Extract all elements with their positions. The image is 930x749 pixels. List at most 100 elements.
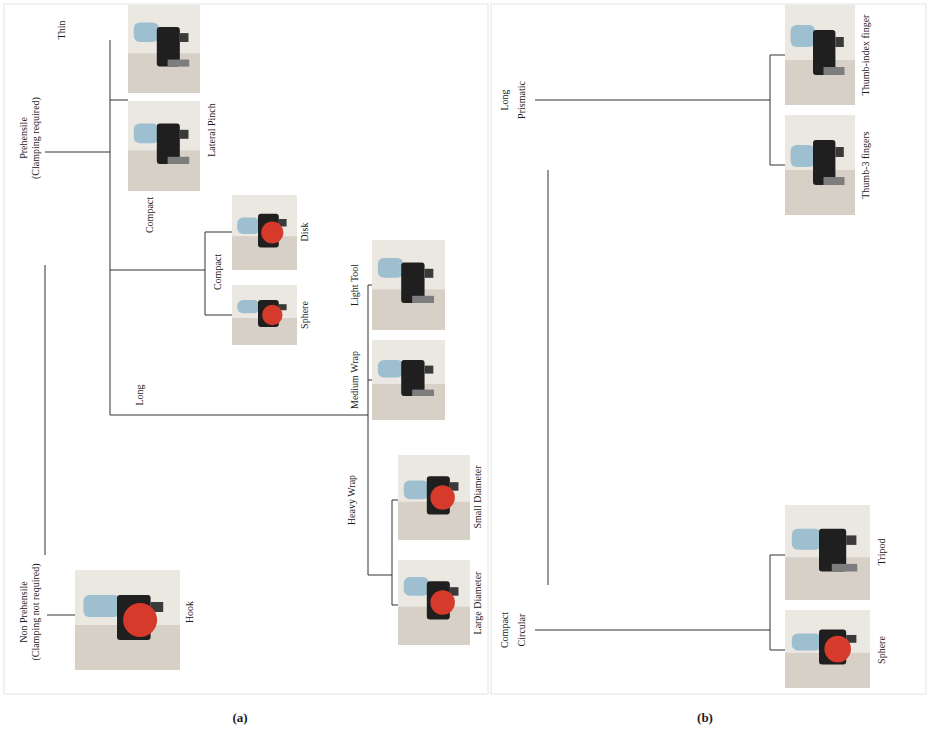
photo-image <box>128 101 200 191</box>
grasp-name: Sphere <box>299 301 311 329</box>
panel-frame <box>491 4 926 694</box>
grasp-name: Sphere <box>876 636 888 664</box>
grasp-name: Large Diameter <box>472 572 484 635</box>
gripper-finger <box>425 366 434 374</box>
photo-background <box>372 240 445 330</box>
grasp-photo: Disk <box>232 195 297 270</box>
grasped-object <box>412 390 434 396</box>
tree-line <box>110 232 232 315</box>
photo-background <box>785 115 855 215</box>
gripper-finger <box>180 130 189 139</box>
grasp-photo: Thumb-index finger <box>785 5 855 105</box>
photo-image <box>232 285 297 345</box>
robot-arm <box>134 23 159 42</box>
grasp-photo: Small Diameter <box>398 455 470 540</box>
robot-arm <box>404 481 429 500</box>
photo-image <box>372 340 445 420</box>
tree-line <box>45 152 110 153</box>
photo-background <box>398 560 470 645</box>
robot-arm <box>791 25 816 47</box>
grasp-name: Thumb-index finger <box>860 15 872 96</box>
category-label: Non Prehensile (Clamping not required) <box>18 562 42 662</box>
grasped-object <box>430 485 454 509</box>
tree-line <box>47 615 75 616</box>
photo-image <box>128 5 200 93</box>
photo-background <box>398 455 470 540</box>
grasp-photo: Light Tool <box>372 240 445 330</box>
tree-line <box>535 555 785 650</box>
grasp-name: Tripod <box>876 539 888 566</box>
photo-background <box>232 195 297 270</box>
robot-arm <box>237 218 260 235</box>
grasp-name: Thumb-3 fingers <box>860 131 872 199</box>
grasp-name: Medium Wrap <box>349 351 361 409</box>
photo-image <box>785 115 855 215</box>
grasped-object <box>824 177 845 185</box>
photo-image <box>372 240 445 330</box>
grasped-object <box>123 603 157 637</box>
photo-background <box>785 505 870 600</box>
category-label: Long <box>134 384 146 405</box>
grasped-object <box>168 157 190 164</box>
photo-image <box>398 560 470 645</box>
photo-background <box>232 285 297 345</box>
panel-frame <box>4 4 488 694</box>
tree-line <box>110 285 372 575</box>
grasped-object <box>430 590 454 614</box>
robot-arm <box>134 124 159 144</box>
category-label: Compact <box>144 197 156 233</box>
grasp-photo: Lateral Pinch <box>128 5 200 192</box>
grasp-name: Hook <box>184 601 196 623</box>
grasp-name: Disk <box>299 223 311 242</box>
grasp-name: Light Tool <box>349 264 361 306</box>
photo-background <box>128 101 200 191</box>
category-label: Prismatic <box>516 81 528 119</box>
category-label: Compact <box>212 254 224 290</box>
tree-line <box>110 40 111 415</box>
category-label: Heavy Wrap <box>346 475 358 525</box>
robot-arm <box>791 145 816 167</box>
photo-image <box>232 195 297 270</box>
photo-background <box>128 5 200 93</box>
photo-image <box>785 505 870 600</box>
grasped-object <box>824 67 845 75</box>
grasp-photo: Large Diameter <box>398 560 470 645</box>
photo-image <box>75 570 180 670</box>
panel-letter: (a) <box>232 710 247 726</box>
photo-image <box>785 5 855 105</box>
gripper-finger <box>846 535 856 545</box>
category-label: Thin <box>56 21 68 40</box>
panel-letter: (b) <box>697 710 713 726</box>
photo-background <box>372 340 445 420</box>
photo-image <box>398 455 470 540</box>
grasped-object <box>262 305 282 325</box>
category-label: Long <box>499 89 511 110</box>
robot-arm <box>83 595 120 617</box>
category-label: Compact <box>499 612 511 648</box>
grasped-object <box>168 60 190 67</box>
grasped-object <box>261 221 283 243</box>
gripper-finger <box>835 37 843 47</box>
tree-line <box>110 100 128 101</box>
robot-arm <box>792 633 822 650</box>
photo-background <box>785 5 855 105</box>
grasp-photo: Sphere <box>232 285 297 345</box>
robot-arm <box>378 360 404 378</box>
photo-image <box>785 610 870 688</box>
grasp-photo: Tripod <box>785 505 870 600</box>
grasp-photo: Thumb-3 fingers <box>785 115 855 215</box>
robot-arm <box>378 258 404 278</box>
gripper-finger <box>180 33 189 42</box>
photo-background <box>75 570 180 670</box>
tree-line <box>548 170 549 585</box>
grasped-object <box>832 564 858 572</box>
tree-line <box>368 500 398 605</box>
robot-arm <box>237 300 260 313</box>
grasped-object <box>824 636 851 663</box>
grasp-name: Small Diameter <box>472 465 484 528</box>
robot-arm <box>792 529 822 550</box>
tree-line <box>535 55 785 165</box>
grasp-photo: Sphere <box>785 610 870 688</box>
gripper-finger <box>425 269 434 278</box>
